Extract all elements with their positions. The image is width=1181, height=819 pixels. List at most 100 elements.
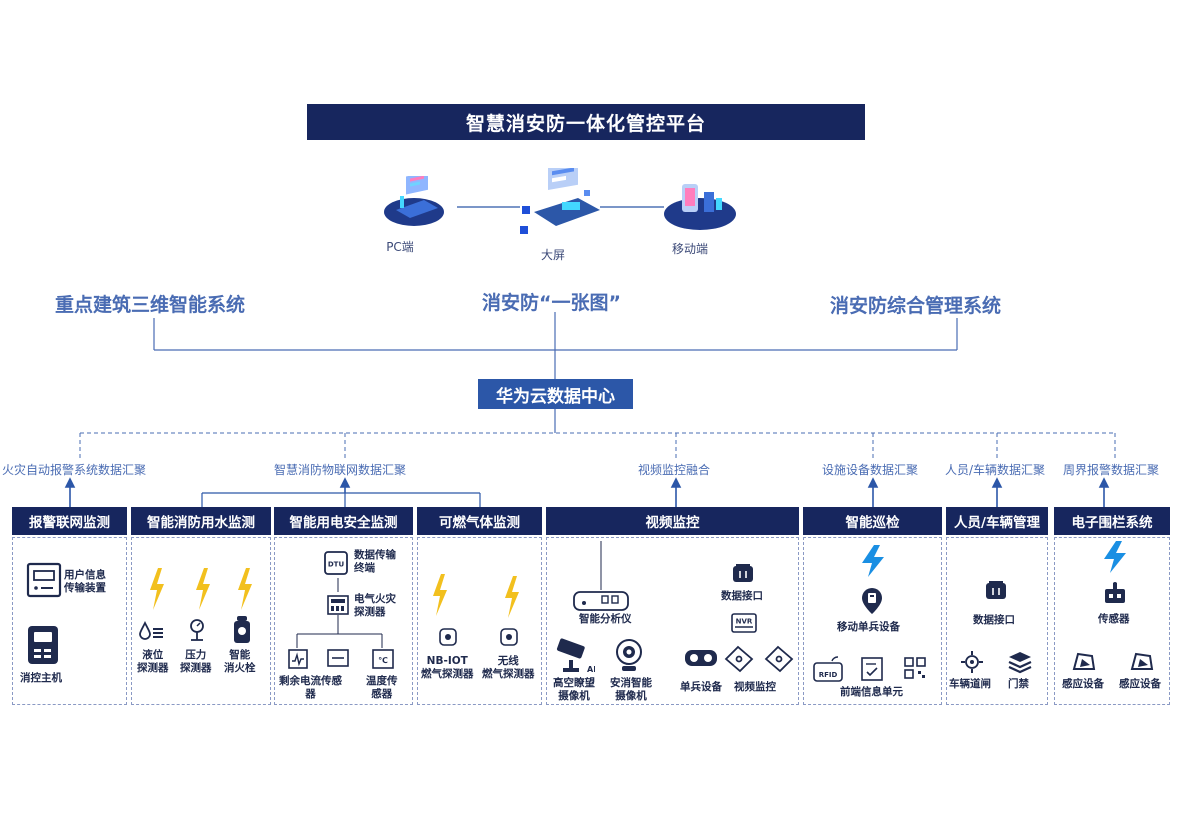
item-residual-current-sensor: 剩余电流传感 器 bbox=[279, 675, 342, 700]
lightning-icon bbox=[860, 545, 886, 577]
temperature-icon: ℃ bbox=[371, 648, 395, 670]
lightning-icon bbox=[194, 568, 212, 610]
panel-patrol bbox=[803, 537, 942, 705]
analyzer-icon bbox=[572, 590, 630, 612]
cat-fence: 电子围栏系统 bbox=[1054, 507, 1170, 535]
item-fire-control-host: 消控主机 bbox=[20, 672, 62, 684]
item-transmission-device: 用户信息 传输装置 bbox=[64, 569, 106, 594]
item-mobile-soldier-device: 移动单兵设备 bbox=[837, 621, 900, 633]
item-person-data-interface: 数据接口 bbox=[973, 614, 1015, 626]
lightning-icon bbox=[236, 568, 254, 610]
item-sensor: 传感器 bbox=[1098, 613, 1130, 625]
panel-gas bbox=[417, 537, 542, 705]
panel-fence bbox=[1054, 537, 1170, 705]
item-video-data-interface: 数据接口 bbox=[721, 590, 763, 602]
rfid-icon: RFID bbox=[812, 655, 844, 683]
agg-iot: 智慧消防物联网数据汇聚 bbox=[274, 463, 407, 477]
client-label-pc: PC端 bbox=[386, 240, 414, 254]
gear-icon bbox=[960, 650, 984, 674]
client-label-big-screen: 大屏 bbox=[540, 248, 565, 262]
lightning-icon bbox=[148, 568, 166, 610]
panel-alarm-network bbox=[12, 537, 127, 705]
residual-current-icon bbox=[287, 648, 309, 670]
item-soldier-device: 单兵设备 bbox=[680, 681, 722, 693]
lightning-icon bbox=[503, 576, 521, 618]
lightning-icon bbox=[431, 574, 449, 616]
data-interface-icon bbox=[731, 562, 755, 586]
agg-video: 视频监控融合 bbox=[638, 463, 711, 477]
cat-water: 智能消防用水监测 bbox=[131, 507, 271, 535]
sensor-icon bbox=[1103, 581, 1127, 605]
rfid-icon-text: RFID bbox=[819, 671, 838, 679]
fire-control-host-icon bbox=[26, 624, 60, 666]
qr-code-icon bbox=[903, 656, 927, 680]
system-3d-building: 重点建筑三维智能系统 bbox=[55, 294, 246, 316]
cat-gas: 可燃气体监测 bbox=[417, 507, 542, 535]
item-video-surveillance: 视频监控 bbox=[734, 681, 776, 693]
cat-video: 视频监控 bbox=[546, 507, 799, 535]
gas-detector-icon bbox=[499, 627, 519, 647]
cat-electric: 智能用电安全监测 bbox=[274, 507, 413, 535]
item-access-control: 门禁 bbox=[1008, 678, 1029, 690]
panel-person-vehicle bbox=[946, 537, 1048, 705]
panel-water bbox=[131, 537, 271, 705]
item-temperature-sensor: 温度传 感器 bbox=[366, 675, 398, 700]
layers-icon bbox=[1007, 650, 1033, 674]
location-pin-icon bbox=[860, 586, 884, 616]
mobile-icon bbox=[660, 176, 740, 232]
item-induction-device-2: 感应设备 bbox=[1119, 678, 1161, 690]
data-interface-icon bbox=[984, 579, 1008, 603]
pc-icon bbox=[380, 176, 452, 228]
item-smart-analyzer: 智能分析仪 bbox=[579, 613, 632, 625]
agg-perimeter: 周界报警数据汇聚 bbox=[1063, 463, 1160, 477]
induction-device-icon bbox=[1130, 651, 1154, 671]
nvr-icon-text: NVR bbox=[736, 618, 753, 626]
item-pressure-detector: 压力 探测器 bbox=[180, 649, 212, 674]
vr-headset-icon bbox=[683, 646, 719, 670]
item-wireless-gas-detector: 无线 燃气探测器 bbox=[482, 655, 535, 680]
big-screen-icon bbox=[514, 168, 606, 240]
platform-title: 智慧消安防一体化管控平台 bbox=[307, 104, 865, 140]
electric-fire-detector-icon bbox=[326, 594, 350, 616]
item-nb-iot-gas-detector: NB-IOT 燃气探测器 bbox=[421, 655, 474, 680]
agg-person-vehicle: 人员/车辆数据汇聚 bbox=[945, 463, 1046, 477]
nvr-icon: NVR bbox=[730, 612, 758, 634]
item-dtu: 数据传输 终端 bbox=[354, 549, 396, 574]
item-vehicle-barrier: 车辆道闸 bbox=[949, 678, 991, 690]
data-center-box: 华为云数据中心 bbox=[478, 379, 633, 409]
item-smart-safety-camera: 安消智能 摄像机 bbox=[610, 677, 652, 702]
induction-device-icon bbox=[1072, 651, 1096, 671]
temperature-icon-text: ℃ bbox=[378, 656, 388, 665]
cat-person-vehicle: 人员/车辆管理 bbox=[946, 507, 1048, 535]
agg-facility: 设施设备数据汇聚 bbox=[822, 463, 919, 477]
item-electric-fire-detector: 电气火灾 探测器 bbox=[354, 593, 396, 618]
cctv-icon bbox=[724, 643, 794, 673]
panel-video bbox=[546, 537, 799, 705]
hydrant-icon bbox=[231, 615, 253, 645]
item-high-altitude-camera: 高空瞭望 摄像机 bbox=[553, 677, 595, 702]
checklist-icon bbox=[860, 656, 884, 682]
gas-detector-icon bbox=[438, 627, 458, 647]
item-front-info-unit: 前端信息单元 bbox=[840, 686, 903, 698]
smart-camera-icon bbox=[614, 638, 644, 674]
item-induction-device-1: 感应设备 bbox=[1062, 678, 1104, 690]
sensor-box-icon bbox=[326, 648, 350, 668]
ptz-camera-icon: AI bbox=[555, 638, 595, 674]
client-label-mobile: 移动端 bbox=[671, 242, 708, 256]
dtu-icon-text: DTU bbox=[328, 561, 345, 569]
panel-electric bbox=[274, 537, 413, 705]
system-integrated-management: 消安防综合管理系统 bbox=[830, 295, 1002, 317]
agg-fire-alarm: 火灾自动报警系统数据汇聚 bbox=[2, 463, 147, 477]
item-liquid-level-detector: 液位 探测器 bbox=[137, 649, 169, 674]
lightning-icon bbox=[1102, 541, 1128, 573]
system-one-map: 消安防“一张图” bbox=[482, 292, 621, 314]
ai-icon-text: AI bbox=[587, 665, 595, 674]
cat-alarm-network: 报警联网监测 bbox=[12, 507, 127, 535]
cat-patrol: 智能巡检 bbox=[803, 507, 942, 535]
transmission-device-icon bbox=[26, 562, 62, 598]
dtu-icon: DTU bbox=[322, 549, 350, 577]
pressure-icon bbox=[186, 618, 208, 642]
liquid-level-icon bbox=[138, 621, 166, 641]
item-smart-hydrant: 智能 消火栓 bbox=[224, 649, 256, 674]
